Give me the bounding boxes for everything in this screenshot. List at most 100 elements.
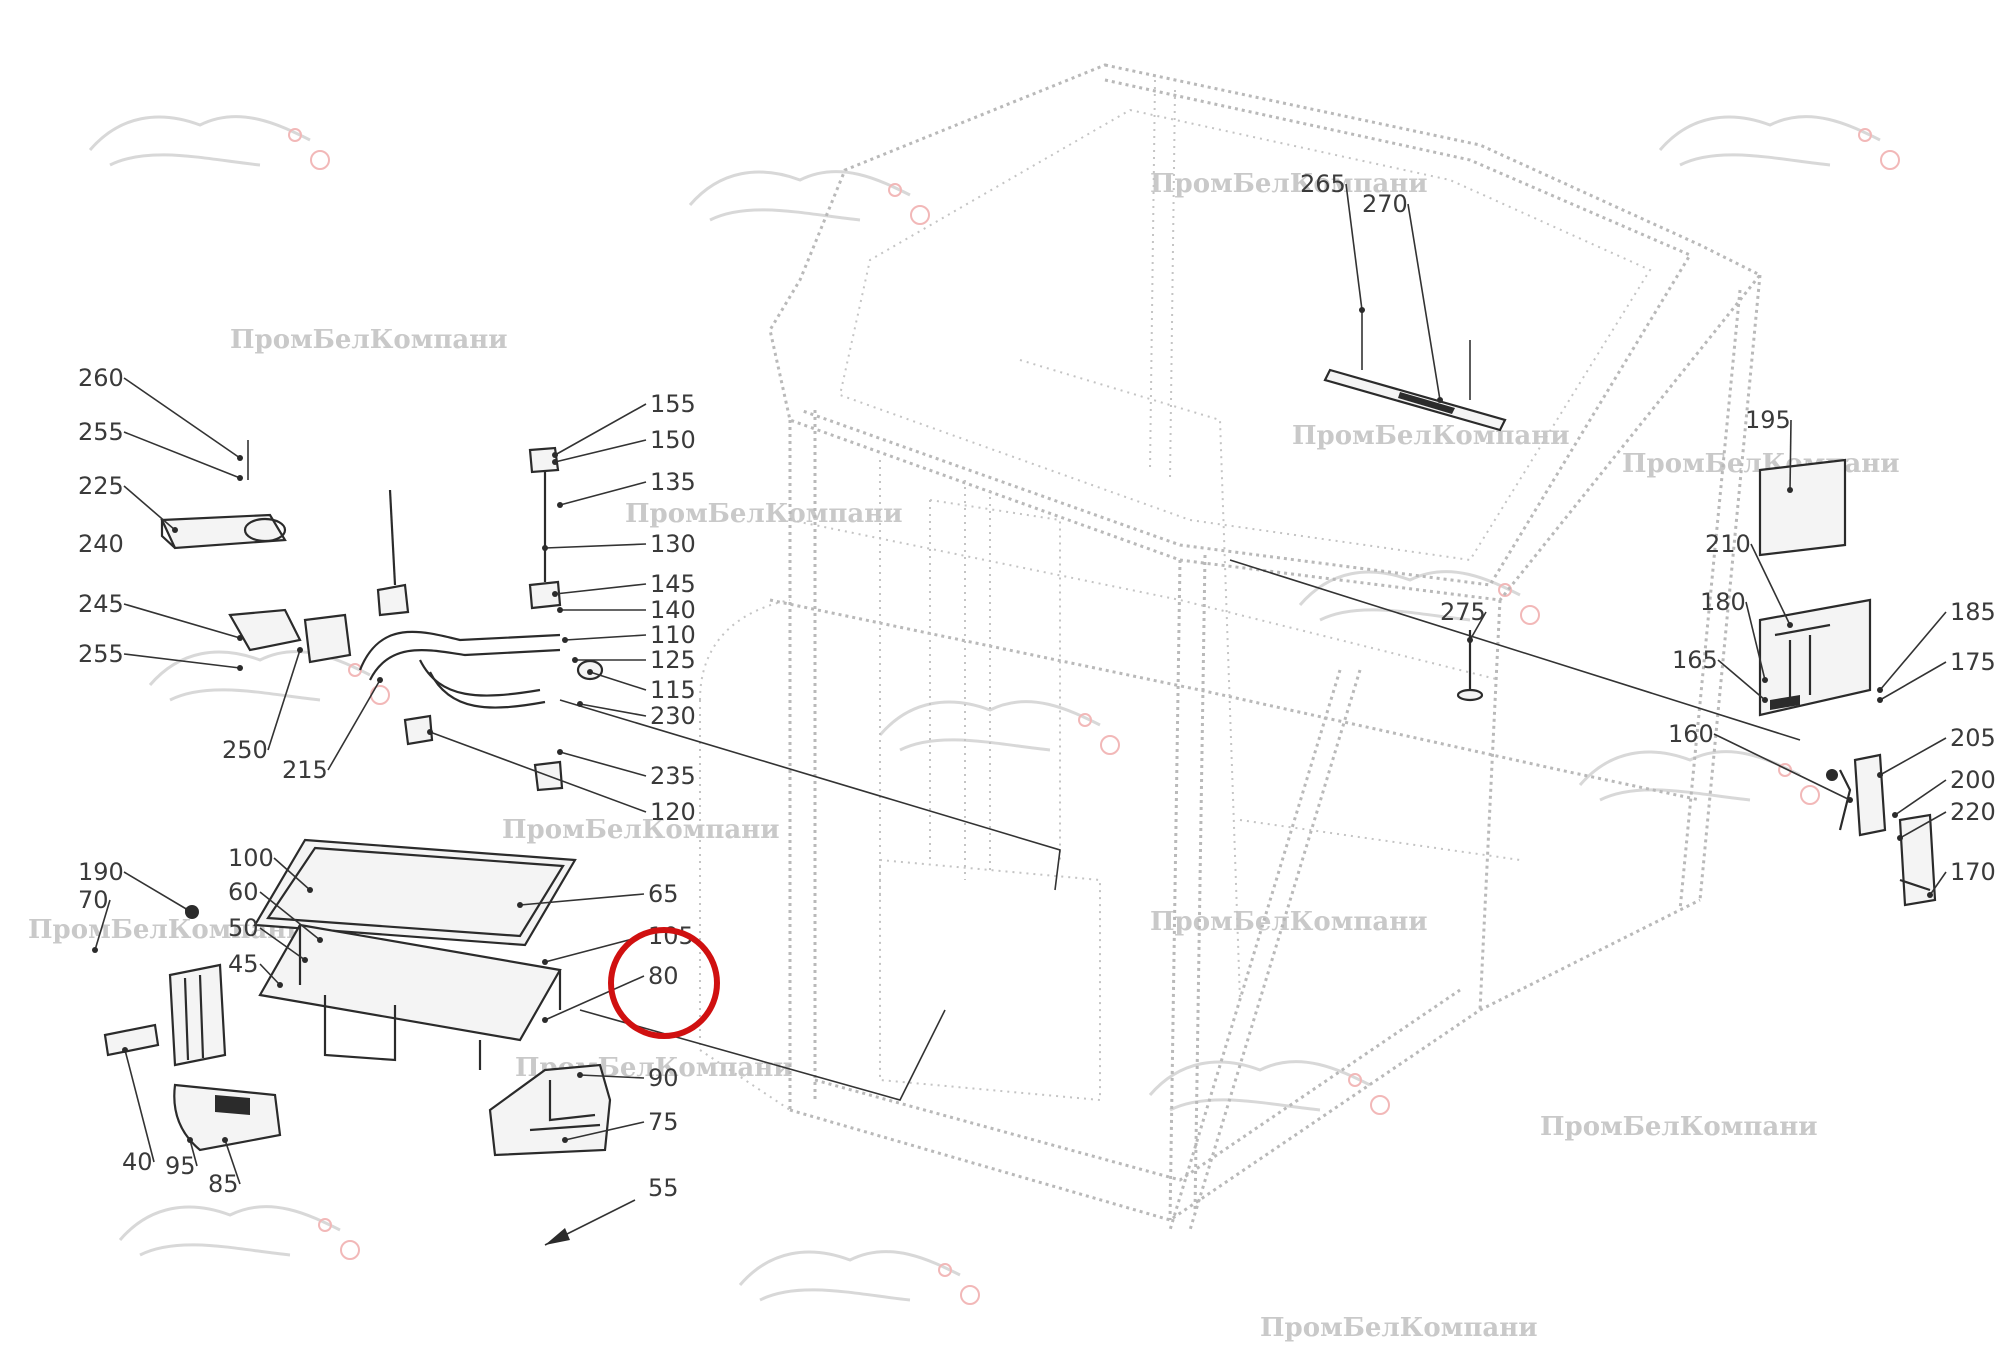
highlight-circle [608, 927, 720, 1039]
part-label-260: 260 [78, 364, 124, 392]
part-label-85: 85 [208, 1170, 239, 1198]
part-label-215: 215 [282, 756, 328, 784]
leader-line-210 [1750, 543, 1791, 626]
part-label-45: 45 [228, 950, 259, 978]
part-label-160: 160 [1668, 720, 1714, 748]
leader-lines [92, 183, 1947, 1185]
leader-line-205 [1879, 737, 1947, 776]
fastener-icon [1762, 677, 1768, 683]
leader-line-245 [123, 603, 241, 639]
fastener-icon [237, 475, 243, 481]
part-labels: 2602552252402452552502151551501351301451… [78, 170, 1996, 1202]
leader-line-110 [564, 634, 647, 641]
leader-line-250 [267, 649, 301, 751]
leader-line-135 [559, 481, 647, 506]
part-label-225: 225 [78, 472, 124, 500]
fastener-icon [1467, 637, 1473, 643]
part-label-110: 110 [650, 621, 696, 649]
leader-line-180 [1745, 601, 1766, 681]
leader-line-85 [224, 1139, 241, 1185]
fastener-icon [552, 459, 558, 465]
leader-line-40 [124, 1049, 155, 1163]
leader-line-230 [579, 703, 647, 717]
fastener-icon [1877, 697, 1883, 703]
leader-line-100 [273, 857, 311, 891]
fastener-icon [1927, 892, 1933, 898]
part-label-250: 250 [222, 736, 268, 764]
fastener-icon [557, 749, 563, 755]
leader-line-265 [1345, 183, 1363, 311]
leader-line-90 [579, 1074, 645, 1079]
watermark-logo-icon [88, 115, 330, 170]
watermark-logo-icon [118, 1205, 360, 1260]
fastener-icon [377, 677, 383, 683]
watermark-text: ПромБелКомпани [1150, 169, 1428, 199]
fastener-icon [552, 591, 558, 597]
leader-line-270 [1407, 203, 1441, 401]
leader-line-75 [564, 1121, 645, 1141]
fastener-icon [187, 1137, 193, 1143]
leader-line-255 [123, 431, 241, 479]
fastener-icon [1877, 687, 1883, 693]
fastener-icon [557, 607, 563, 613]
fastener-icon [1437, 397, 1443, 403]
leader-line-115 [589, 671, 647, 691]
leader-line-145 [554, 583, 647, 595]
watermark-text: ПромБелКомпани [1540, 1112, 1818, 1142]
fastener-icon [1897, 835, 1903, 841]
part-label-155: 155 [650, 390, 696, 418]
leader-line-235 [559, 751, 647, 777]
part-label-120: 120 [650, 798, 696, 826]
leader-line-190 [123, 871, 189, 911]
fastener-icon [1787, 487, 1793, 493]
part-label-80: 80 [648, 962, 679, 990]
part-label-60: 60 [228, 878, 259, 906]
leader-line-150 [554, 439, 647, 463]
leader-line-130 [544, 543, 647, 549]
battery-tray-assembly [253, 838, 577, 1070]
leader-line-60 [259, 891, 321, 941]
fastener-icon [237, 455, 243, 461]
part-label-205: 205 [1950, 724, 1996, 752]
leader-line-65 [519, 893, 645, 906]
leader-line-120 [429, 731, 647, 813]
watermark-text: ПромБелКомпани [1150, 907, 1428, 937]
bracket-assembly-left [160, 440, 352, 664]
fastener-icon [572, 657, 578, 663]
right-parts-group [1758, 458, 1937, 907]
assembly-lines [559, 559, 1801, 1101]
leader-line-170 [1929, 871, 1947, 896]
watermark-text: ПромБелКомпани [230, 325, 508, 355]
part-label-190: 190 [78, 858, 124, 886]
part-label-275: 275 [1440, 598, 1486, 626]
hose-assembly [358, 446, 604, 792]
part-label-75: 75 [648, 1108, 679, 1136]
leader-line-220 [1899, 811, 1947, 839]
watermark-logo-icon [1578, 750, 1820, 805]
leader-line-70 [94, 899, 111, 951]
leader-line-175 [1879, 661, 1947, 701]
part-label-65: 65 [648, 880, 679, 908]
fastener-icon [517, 902, 523, 908]
fastener-icon [542, 959, 548, 965]
leader-line-200 [1894, 779, 1947, 816]
fastener-icon [302, 957, 308, 963]
leader-line-165 [1717, 659, 1766, 701]
watermark-text: ПромБелКомпани [625, 499, 903, 529]
fastener-icon [587, 669, 593, 675]
watermark-logo-icon [738, 1250, 980, 1305]
part-label-255: 255 [78, 418, 124, 446]
part-label-100: 100 [228, 844, 274, 872]
fastener-icon [577, 1072, 583, 1078]
watermark-text: ПромБелКомпани [502, 815, 780, 845]
part-label-200: 200 [1950, 766, 1996, 794]
part-label-150: 150 [650, 426, 696, 454]
fastener-icon [317, 937, 323, 943]
fastener-icon [277, 982, 283, 988]
cab-frame [699, 63, 1763, 1231]
part-label-270: 270 [1362, 190, 1408, 218]
part-label-125: 125 [650, 646, 696, 674]
fastener-icon [562, 1137, 568, 1143]
fastener-icon [172, 527, 178, 533]
fastener-icon [237, 635, 243, 641]
